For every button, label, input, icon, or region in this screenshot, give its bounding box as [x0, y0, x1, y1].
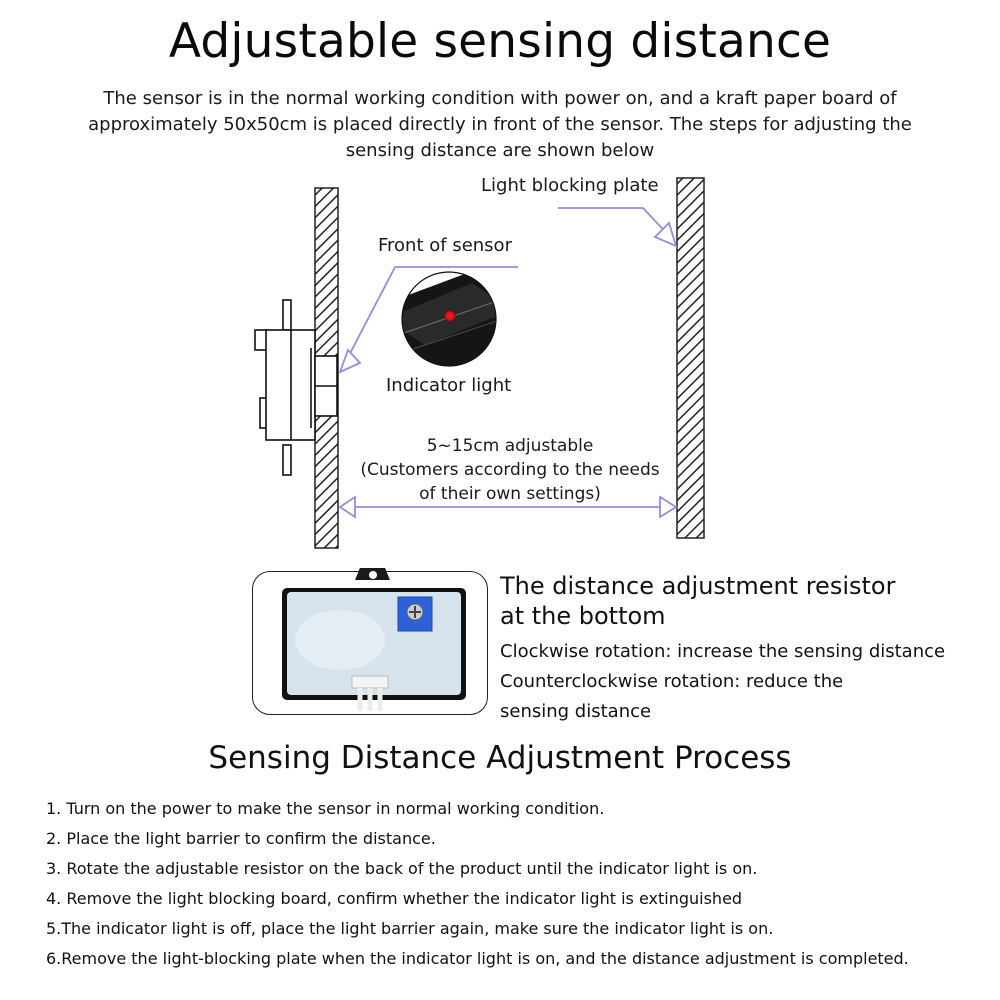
page-title: Adjustable sensing distance: [168, 14, 832, 69]
light-blocking-plate-label: Light blocking plate: [481, 175, 659, 196]
adjust-note-line1: (Customers according to the needs: [360, 460, 660, 480]
sensor-side-outline: [254, 299, 338, 476]
indicator-light-photo: [402, 272, 496, 366]
resistor-title-line1: The distance adjustment resistor: [500, 572, 896, 600]
front-of-sensor-arrow: [344, 266, 518, 364]
resistor-title-line2: at the bottom: [500, 602, 666, 630]
adjust-range-text: 5~15cm adjustable: [426, 436, 594, 456]
light-plate-arrowhead: [653, 221, 678, 248]
indicator-led: [443, 309, 457, 323]
process-step-2: 2. Place the light barrier to confirm th…: [46, 829, 436, 848]
resistor-photo-frame: [252, 571, 488, 715]
process-step-3: 3. Rotate the adjustable resistor on the…: [46, 859, 758, 878]
distance-arrowhead-right: [659, 495, 678, 519]
front-of-sensor-label: Front of sensor: [378, 235, 512, 256]
front-of-sensor-arrowhead: [338, 348, 362, 374]
resistor-section-title: The distance adjustment resistor at the …: [500, 571, 895, 631]
counterclockwise-text-1: Counterclockwise rotation: reduce the: [500, 671, 844, 692]
adjust-note-line2: of their own settings): [419, 484, 601, 504]
distance-arrowhead-left: [338, 495, 356, 519]
indicator-light-label: Indicator light: [386, 375, 512, 396]
process-step-4: 4. Remove the light blocking board, conf…: [46, 889, 743, 908]
adjust-range-note: 5~15cm adjustable (Customers according t…: [330, 434, 690, 506]
intro-text: The sensor is in the normal working cond…: [88, 88, 912, 161]
process-title: Sensing Distance Adjustment Process: [208, 740, 792, 776]
counterclockwise-text-2: sensing distance: [500, 701, 652, 722]
light-blocking-plate: [676, 177, 705, 539]
process-step-6: 6.Remove the light-blocking plate when t…: [46, 949, 909, 968]
clockwise-text: Clockwise rotation: increase the sensing…: [500, 641, 946, 662]
process-step-5: 5.The indicator light is off, place the …: [46, 919, 774, 938]
process-step-1: 1. Turn on the power to make the sensor …: [46, 799, 605, 818]
